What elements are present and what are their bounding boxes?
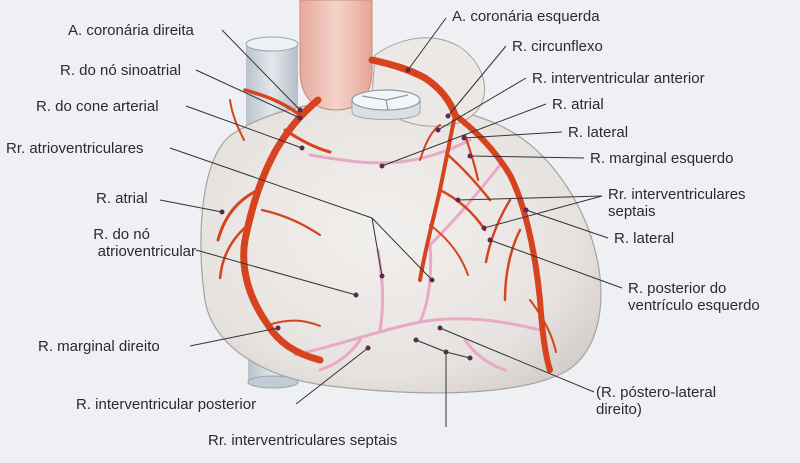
leader-lines [159,17,623,427]
label-no-sinoatrial: R. do nó sinoatrial [60,62,181,79]
label-atrial-direito: R. atrial [96,190,148,207]
label-lateral-superior: R. lateral [568,124,629,141]
label-marginal-direito: R. marginal direito [38,338,160,355]
label-postero-lateral: (R. póstero-lateral direito) [596,384,716,418]
pulmonary-valve [351,89,421,120]
aorta [299,0,373,111]
label-cone-arterial: R. do cone arterial [36,98,159,115]
label-coronaria-esquerda: A. coronária esquerda [452,8,600,25]
label-no-atrioventricular: R. do nó atrioventricular [40,226,196,260]
label-interventricular-anterior: R. interventricular anterior [532,70,705,87]
label-posterior-ve: R. posterior do ventrículo esquerdo [628,280,760,314]
label-interventricular-posterior: R. interventricular posterior [76,396,257,413]
label-lateral-inferior: R. lateral [614,230,675,247]
label-posterior-ve-line1: R. posterior do [628,280,727,297]
label-atrial-esquerdo: R. atrial [552,96,604,113]
heart-body [200,99,602,394]
label-septais-direita: Rr. interventriculares septais [608,186,746,220]
label-postero-lateral-line2: direito) [596,401,642,418]
label-septais-inferior: Rr. interventriculares septais [208,432,398,449]
leader-dots [219,67,529,361]
label-no-atrioventricular-line2: atrioventricular [97,243,196,260]
label-septais-direita-line1: Rr. interventriculares [608,186,746,203]
label-circunflexo: R. circunflexo [512,38,603,55]
label-posterior-ve-line2: ventrículo esquerdo [628,297,760,314]
label-no-atrioventricular-line1: R. do nó [93,226,150,243]
label-atrioventriculares: Rr. atrioventriculares [6,140,144,157]
label-septais-direita-line2: septais [608,203,656,220]
label-coronaria-direita: A. coronária direita [68,22,194,39]
label-postero-lateral-line1: (R. póstero-lateral [596,384,717,401]
cardiac-veins [293,138,542,372]
label-marginal-esquerdo: R. marginal esquerdo [590,150,734,167]
